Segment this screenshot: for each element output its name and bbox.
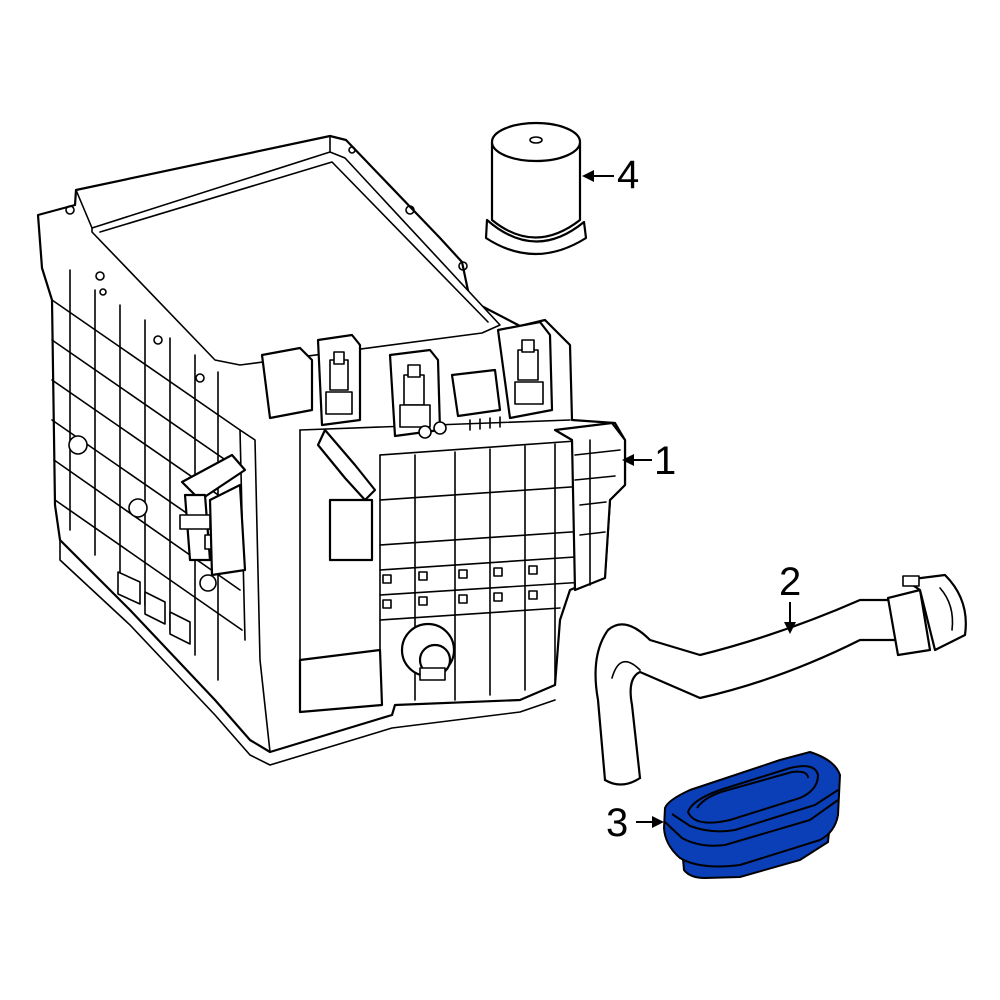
part-3-grommet-drawing	[663, 751, 841, 880]
part-1-module-drawing	[36, 134, 627, 766]
callout-leaders	[582, 170, 796, 828]
callout-4: 4	[617, 153, 639, 197]
part-4-canister-drawing	[484, 121, 588, 255]
callout-1: 1	[654, 439, 676, 483]
part-2-hose-drawing	[594, 573, 967, 786]
callout-2: 2	[779, 560, 801, 604]
callout-3: 3	[606, 801, 628, 845]
